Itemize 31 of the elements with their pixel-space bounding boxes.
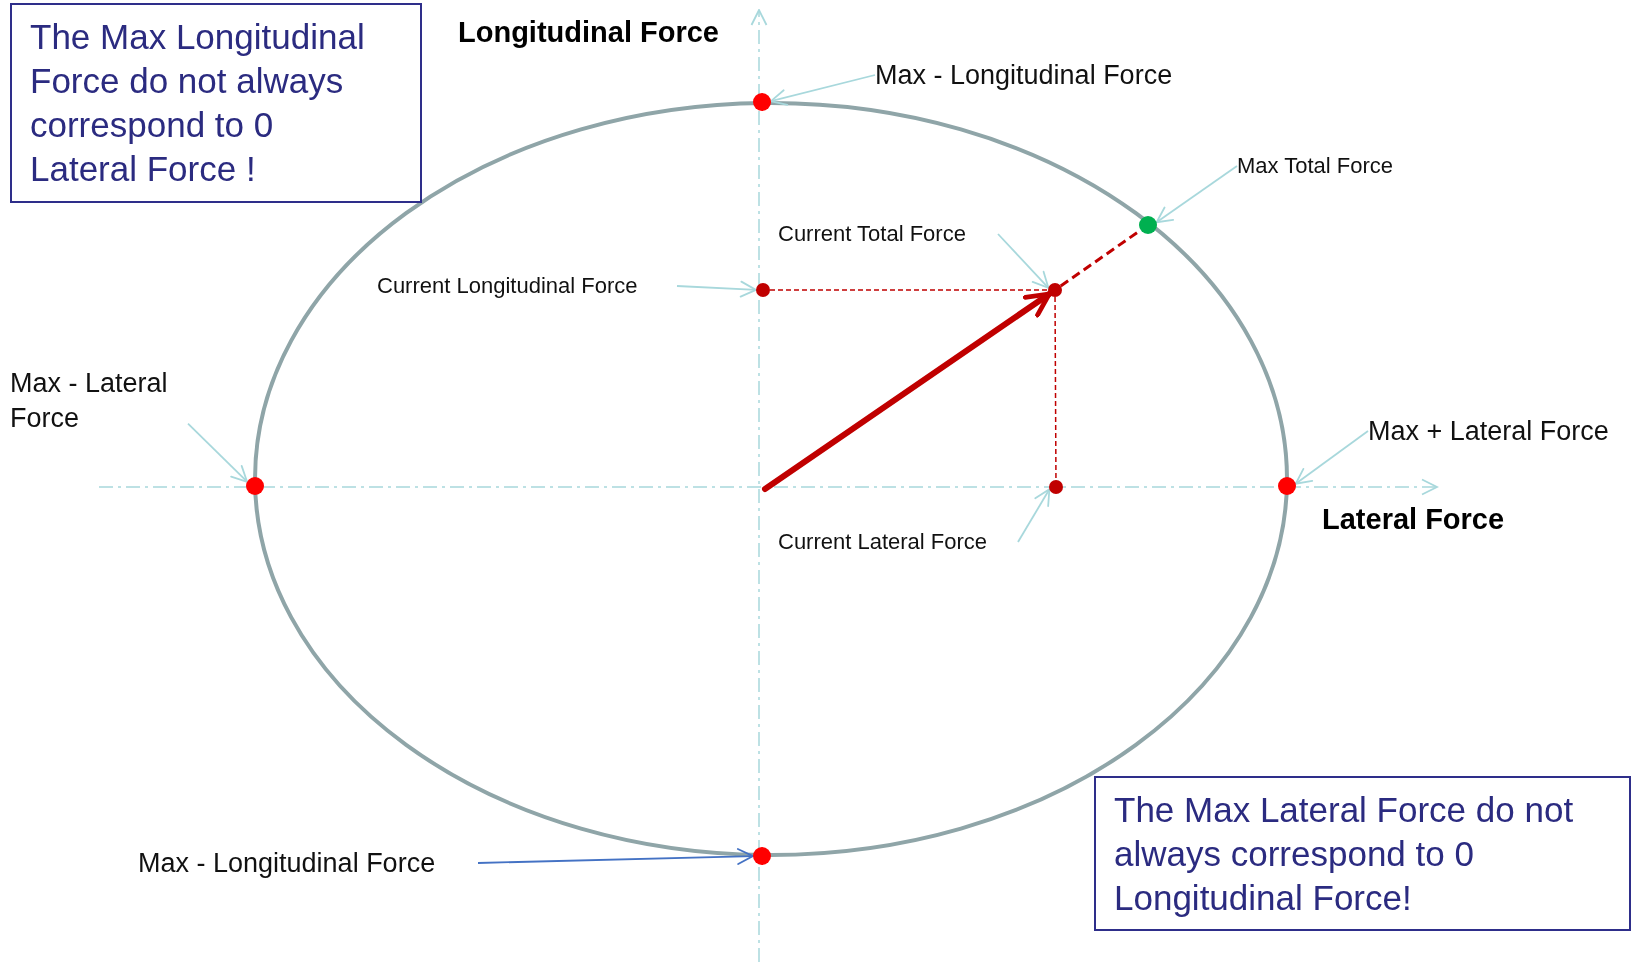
- force-point: [1049, 480, 1063, 494]
- leader-line: [676, 280, 757, 298]
- callout-label: Max Total Force: [1237, 152, 1427, 180]
- callout-label: Max - Longitudinal Force: [138, 846, 478, 880]
- force-point: [756, 283, 770, 297]
- leader-line: [997, 233, 1050, 289]
- force-vector-arrow: [762, 290, 1053, 492]
- callout-label: Current Total Force: [778, 220, 998, 248]
- callout-label: Max - Lateral Force: [10, 366, 188, 438]
- projection-line: [769, 289, 1049, 291]
- force-point: [1278, 477, 1296, 495]
- note-box: The Max Longitudinal Force do not always correspond to 0 Lateral Force !: [10, 3, 422, 203]
- callout-label: Max - Longitudinal Force: [875, 58, 1215, 92]
- leader-line: [1155, 165, 1238, 224]
- force-point: [1048, 283, 1062, 297]
- force-point: [1139, 216, 1157, 234]
- projection-line: [1054, 296, 1057, 481]
- leader-line: [477, 848, 754, 865]
- leader-line: [1017, 488, 1051, 543]
- force-point: [753, 93, 771, 111]
- leader-line: [770, 74, 876, 106]
- leader-line: [1294, 430, 1369, 485]
- force-point: [246, 477, 264, 495]
- axis-label: Longitudinal Force: [458, 16, 719, 49]
- callout-label: Current Longitudinal Force: [377, 272, 677, 300]
- callout-label: Current Lateral Force: [778, 528, 1018, 556]
- note-box: The Max Lateral Force do not always correspond to 0 Longitudinal Force!: [1094, 776, 1631, 931]
- callout-label: Max + Lateral Force: [1368, 414, 1630, 448]
- force-point: [753, 847, 771, 865]
- axis-label: Lateral Force: [1322, 503, 1505, 536]
- leader-line: [187, 422, 248, 483]
